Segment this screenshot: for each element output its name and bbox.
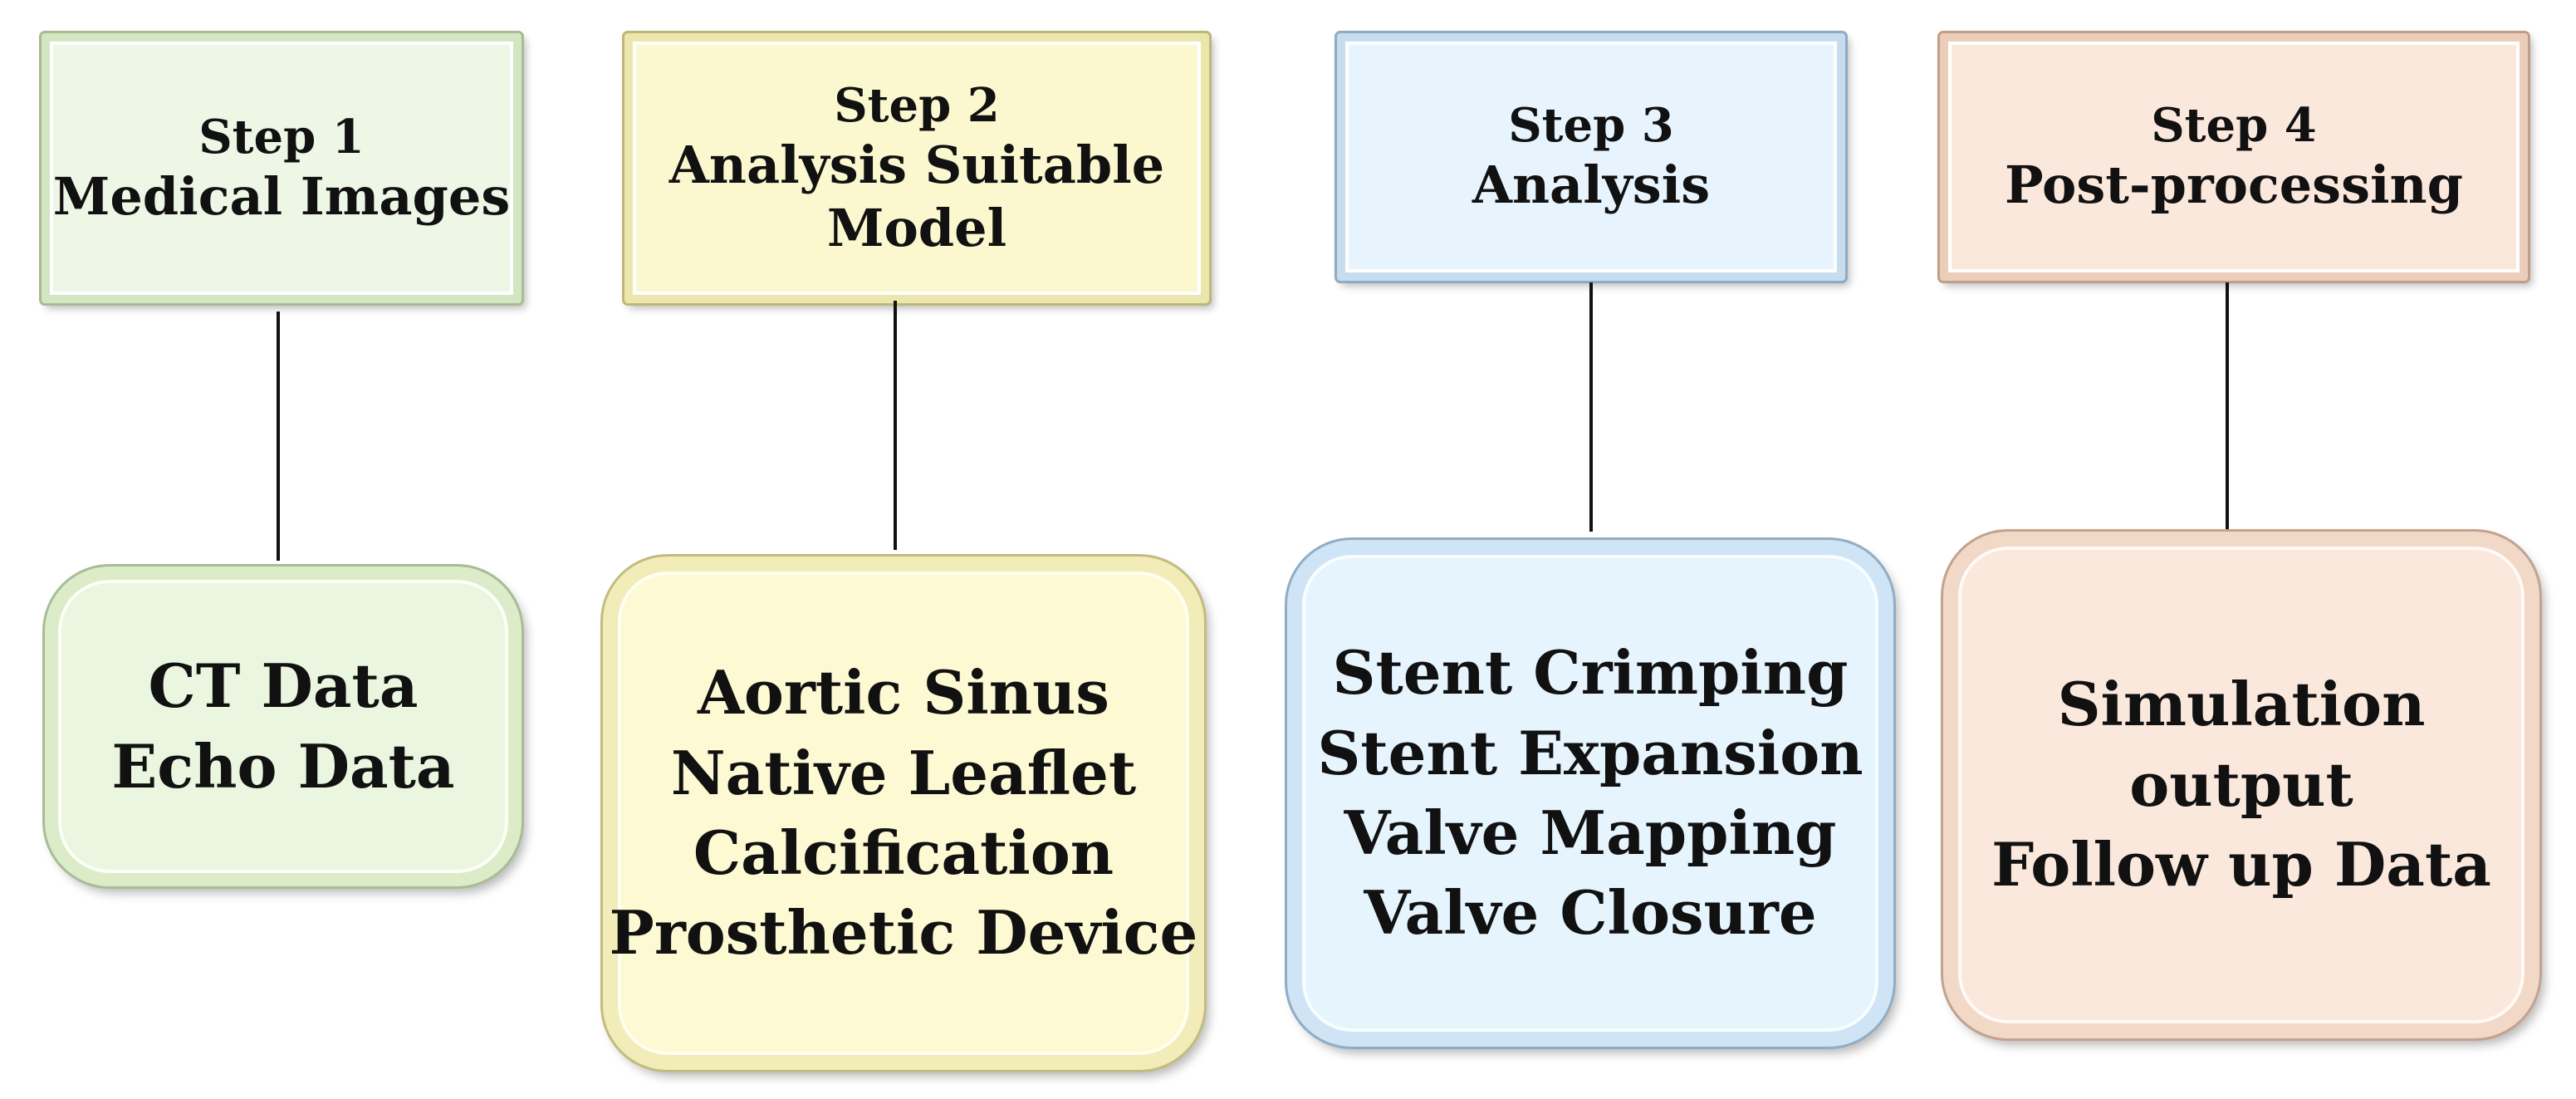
step-3-title: Analysis	[1472, 155, 1711, 216]
step-3-header: Step 3 Analysis	[1337, 33, 1845, 281]
step-3-item: Stent Crimping	[1332, 637, 1849, 709]
step-2-header: Step 2 Analysis Suitable Model	[624, 33, 1209, 303]
step-2-details-card: Aortic Sinus Native Leaflet Calcificatio…	[603, 557, 1204, 1070]
step-4-item: output	[2129, 748, 2353, 820]
step-2-item: Prosthetic Device	[609, 897, 1198, 969]
step-4-details-card: Simulation output Follow up Data	[1943, 532, 2539, 1038]
step-1-details-card: CT Data Echo Data	[45, 567, 522, 886]
step-2-label: Step 2	[834, 77, 1000, 133]
step-4-item: Simulation	[2057, 669, 2426, 740]
step-2-title-line-2: Model	[826, 197, 1007, 258]
step-3-item: Valve Mapping	[1344, 797, 1837, 868]
step-3-item: Valve Closure	[1364, 877, 1817, 949]
step-3-item: Stent Expansion	[1317, 717, 1863, 788]
step-2-item: Native Leaflet	[670, 737, 1137, 808]
step-1-connector	[277, 312, 280, 561]
step-2-item: Aortic Sinus	[698, 657, 1109, 729]
step-3-label: Step 3	[1508, 98, 1674, 154]
step-1-item: CT Data	[148, 650, 419, 722]
step-2-title: Analysis Suitable	[668, 135, 1165, 196]
step-4-header: Step 4 Post-processing	[1940, 33, 2528, 281]
step-1-label: Step 1	[198, 109, 365, 164]
step-4-title: Post-processing	[2005, 155, 2463, 216]
step-3-connector	[1589, 282, 1593, 532]
step-4-item: Follow up Data	[1991, 829, 2491, 900]
step-1-header: Step 1 Medical Images	[42, 33, 522, 303]
step-2-connector	[894, 301, 897, 550]
step-3-details-card: Stent Crimping Stent Expansion Valve Map…	[1287, 540, 1893, 1047]
step-1-item: Echo Data	[111, 730, 455, 802]
step-1-title: Medical Images	[52, 165, 511, 227]
step-2-item: Calcification	[693, 817, 1114, 888]
step-4-connector	[2226, 282, 2229, 532]
step-4-label: Step 4	[2151, 98, 2317, 154]
